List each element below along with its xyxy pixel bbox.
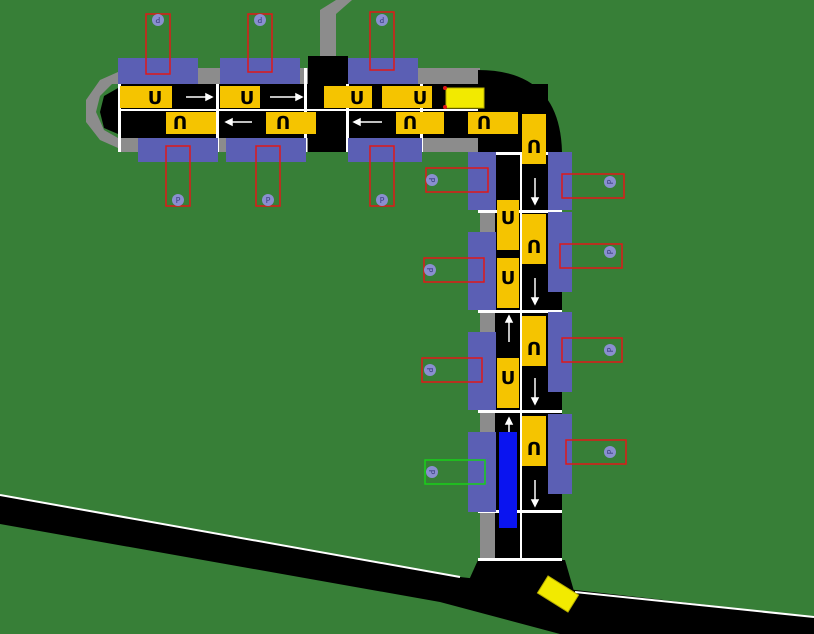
lane-marking [520,152,522,560]
parking-sign-icon [152,14,164,26]
sidewalk-curve [86,72,118,148]
stop-letter-glyph: U [413,88,428,109]
highway-edge-line [0,494,461,578]
parking-sign-icon [604,246,616,258]
stop-letter-glyph: U [240,88,255,109]
vehicle-marker [443,105,447,109]
stop-letter-glyph: U [501,208,516,229]
stop-marker [266,112,316,134]
stop-letter-glyph: U [527,235,542,256]
stop-letter-glyph: U [527,135,542,156]
vehicle-marker [443,86,447,90]
parking-slot[interactable] [421,357,483,383]
stop-marker [396,112,444,134]
stop-letter-glyph: U [527,337,542,358]
lane-arrow-icon [205,92,214,102]
parking-sign-icon [254,14,266,26]
vehicle-yellow[interactable] [536,575,580,613]
lane-arrow-icon [530,297,540,306]
vehicle-blue[interactable] [499,432,517,528]
parking-sign-label: P [266,196,271,205]
parking-sign-icon [426,466,438,478]
stop-letter-glyph: U [173,111,188,132]
stop-letter-glyph: U [527,437,542,458]
lane-arrow-icon [352,117,361,127]
stop-marker [522,114,546,164]
stop-marker [468,112,518,134]
stop-marker [220,86,260,108]
parking-sign-label: P [427,178,436,183]
stop-letter-glyph: U [403,111,418,132]
parking-sign-label: P [425,368,434,373]
parking-sign-label: P [257,15,262,24]
parking-slot[interactable] [369,11,395,71]
parking-sign-label: P [606,249,615,254]
stop-marker [497,200,519,250]
parking-sign-icon [262,194,274,206]
stop-letter-glyph: U [477,111,492,132]
stop-marker [497,258,519,308]
parking-sign-label: P [606,449,615,454]
vehicle-yellow[interactable] [445,87,485,109]
stop-letter-glyph: U [501,268,516,289]
lane-arrow-icon [224,117,233,127]
lane-arrow-icon [530,397,540,406]
entry-path [320,0,352,60]
parking-sign-label: P [427,470,436,475]
stop-letter-glyph: U [148,88,163,109]
parking-slot-selected[interactable] [424,459,486,485]
lane-arrow-icon [530,197,540,206]
parking-sign-icon [172,194,184,206]
stop-letter-glyph: U [350,88,365,109]
parking-sign-label: P [155,15,160,24]
lane-marking [118,109,478,111]
parking-sign-icon [376,14,388,26]
highway-edge-line [574,591,814,618]
parking-sign-icon [424,264,436,276]
parking-sign-icon [604,446,616,458]
parking-sign-label: P [425,268,434,273]
lane-arrow-icon [295,92,304,102]
stop-marker [497,358,519,408]
highway-road [0,495,814,634]
stop-marker [166,112,216,134]
parking-slot[interactable] [561,173,625,199]
lane-arrow-icon [530,499,540,508]
stop-letter-glyph: U [501,368,516,389]
parking-sign-icon [376,194,388,206]
stop-marker [522,214,546,264]
parking-slot[interactable] [561,337,623,363]
parking-signs [152,14,616,478]
parking-zones [118,58,572,512]
parking-sign-label: P [606,179,615,184]
stop-letter-glyph: U [276,111,291,132]
parking-sign-label: P [176,196,181,205]
stop-marker [382,86,432,108]
stop-marker [522,316,546,366]
stop-marker [522,416,546,466]
parking-slot[interactable] [565,439,627,465]
parking-sign-icon [604,176,616,188]
parking-sign-label: P [606,347,615,352]
parking-slot[interactable] [559,243,623,269]
stop-marker [324,86,372,108]
stop-marker [120,86,172,108]
stop-markers [120,86,546,466]
lane-arrow-icon [504,416,514,425]
parking-sign-icon [424,364,436,376]
driveway-turnaround [100,88,118,134]
parking-sign-label: P [380,196,385,205]
parking-sign-icon [604,344,616,356]
parking-sign-label: P [379,15,384,24]
lane-arrow-icon [504,314,514,323]
parking-sign-icon [426,174,438,186]
